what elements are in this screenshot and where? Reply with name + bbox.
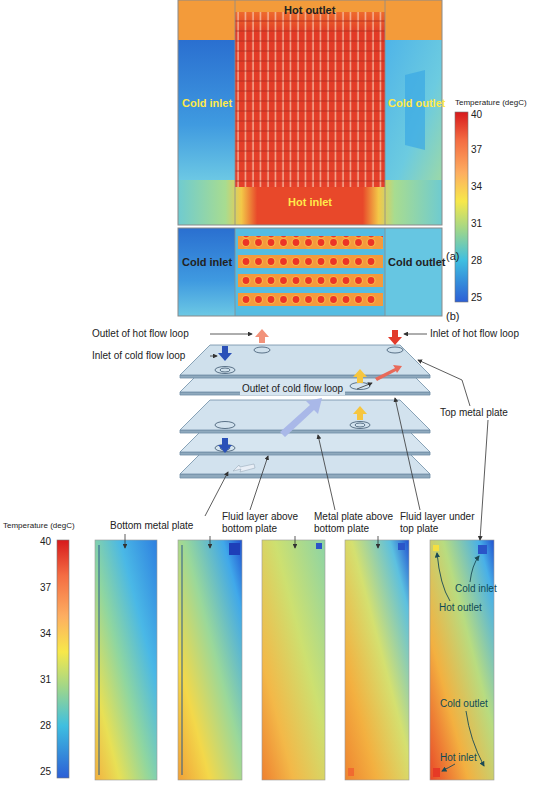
part-label: Outlet of cold flow loop: [240, 383, 345, 395]
tick-label: 34: [40, 628, 51, 640]
panel-letter: (b): [446, 310, 459, 323]
tick-label: 25: [471, 292, 482, 304]
tick-label: 37: [40, 582, 51, 594]
tick-label: 40: [471, 109, 482, 121]
flow-arrows: [218, 329, 402, 472]
port-label: Hot outlet: [284, 4, 335, 17]
part-label: Bottom metal plate: [110, 520, 193, 532]
axis-title: Temperature (degC): [3, 521, 75, 531]
port-label: Cold inlet: [182, 256, 232, 269]
part-label: Inlet of cold flow loop: [92, 350, 185, 362]
axis-title: Temperature (degC): [455, 98, 527, 108]
port-label: Cold inlet: [455, 583, 497, 595]
port-label: Cold outlet: [388, 256, 445, 269]
part-label: Fluid layer above bottom plate: [222, 511, 310, 535]
flow-ports: [215, 347, 403, 452]
color-bar: [57, 540, 69, 778]
tick-label: 34: [471, 181, 482, 193]
tick-label: 40: [40, 536, 51, 548]
port-label: Cold outlet: [388, 97, 445, 110]
part-label: Metal plate above bottom plate: [314, 511, 398, 535]
port-label: Cold outlet: [440, 698, 488, 710]
panel-details: [99, 543, 487, 777]
tick-label: 28: [40, 720, 51, 732]
simulation-panel-a: [178, 0, 442, 225]
color-bar: [455, 112, 468, 302]
port-label: Hot inlet: [440, 752, 477, 764]
leader-lines: [125, 334, 488, 548]
part-label: Fluid layer under top plate: [400, 511, 486, 535]
tick-label: 31: [40, 674, 51, 686]
port-label: Hot outlet: [439, 602, 482, 614]
temperature-panels: [95, 540, 494, 780]
part-label: Inlet of hot flow loop: [430, 328, 519, 340]
plate-stack: [180, 345, 430, 478]
tick-label: 37: [471, 144, 482, 156]
part-label: Top metal plate: [440, 407, 508, 419]
panel-letter: (a): [446, 250, 459, 263]
part-label: Outlet of hot flow loop: [92, 328, 189, 340]
port-label: Cold inlet: [182, 97, 232, 110]
tick-label: 25: [40, 766, 51, 778]
simulation-panel-b: [178, 228, 442, 316]
tick-label: 31: [471, 218, 482, 230]
port-label: Hot inlet: [288, 196, 332, 209]
tick-label: 28: [471, 255, 482, 267]
